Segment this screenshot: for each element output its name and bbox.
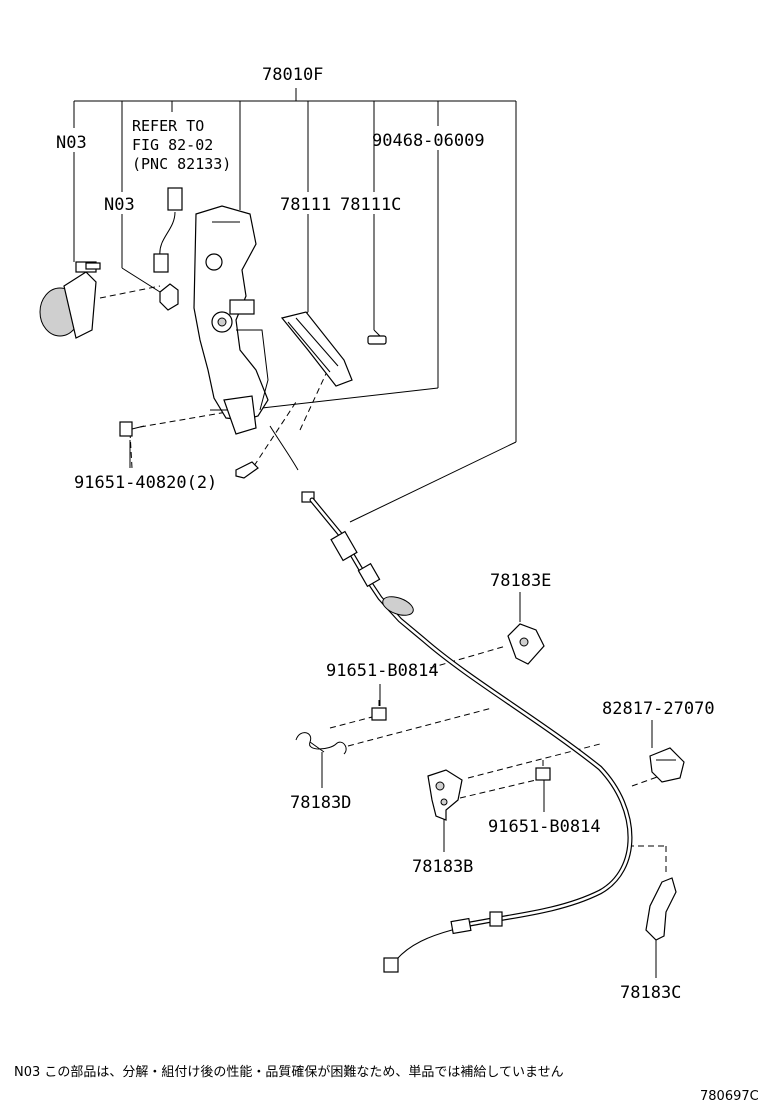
assembly-bracket: [73, 88, 517, 523]
clamp-82817-part: [649, 747, 685, 783]
clamp-78183e-part: [507, 623, 545, 665]
label-n03-top: N03: [56, 133, 87, 153]
lower-clip-part: [235, 461, 259, 479]
pedal-bracket-part: [193, 205, 269, 435]
label-78183d: 78183D: [290, 793, 351, 813]
label-82817-27070: 82817-27070: [602, 699, 715, 719]
bolt-91651-40820-part: [119, 421, 145, 437]
label-n03-mid: N03: [104, 195, 135, 215]
label-91651-b0814-b: 91651-B0814: [488, 817, 601, 837]
bolt-91651-b0814-b-part: [535, 760, 551, 781]
label-refer-to: REFER TO: [132, 117, 204, 135]
label-78111c: 78111C: [340, 195, 401, 215]
label-78111: 78111: [280, 195, 331, 215]
bracket-78183c-part: [645, 877, 677, 941]
pedal-pad-part: [280, 311, 353, 387]
label-78010f: 78010F: [262, 65, 323, 85]
accelerator-cable: [269, 425, 633, 973]
label-78183c: 78183C: [620, 983, 681, 1003]
label-refer-pnc: (PNC 82133): [132, 155, 231, 173]
pin-78111c-part: [367, 335, 387, 345]
pedal-sensor-part: [39, 261, 101, 339]
label-78183e: 78183E: [490, 571, 551, 591]
label-90468-06009: 90468-06009: [372, 131, 485, 151]
label-refer-fig: FIG 82-02: [132, 136, 213, 154]
figure-code: 780697C: [700, 1089, 759, 1104]
leader-lines: [99, 285, 667, 978]
label-91651-b0814-a: 91651-B0814: [326, 661, 439, 681]
clip-n03-part: [159, 283, 179, 311]
spring-78183d-part: [295, 732, 347, 755]
label-78183b: 78183B: [412, 857, 473, 877]
bolt-91651-b0814-a-part: [371, 700, 387, 721]
footer-note: N03 この部品は、分解・組付け後の性能・品質確保が困難なため、単品では補給して…: [14, 1064, 564, 1080]
connector-part: [153, 187, 183, 273]
label-91651-40820: 91651-40820(2): [74, 473, 217, 493]
bracket-78183b-part: [427, 769, 463, 821]
